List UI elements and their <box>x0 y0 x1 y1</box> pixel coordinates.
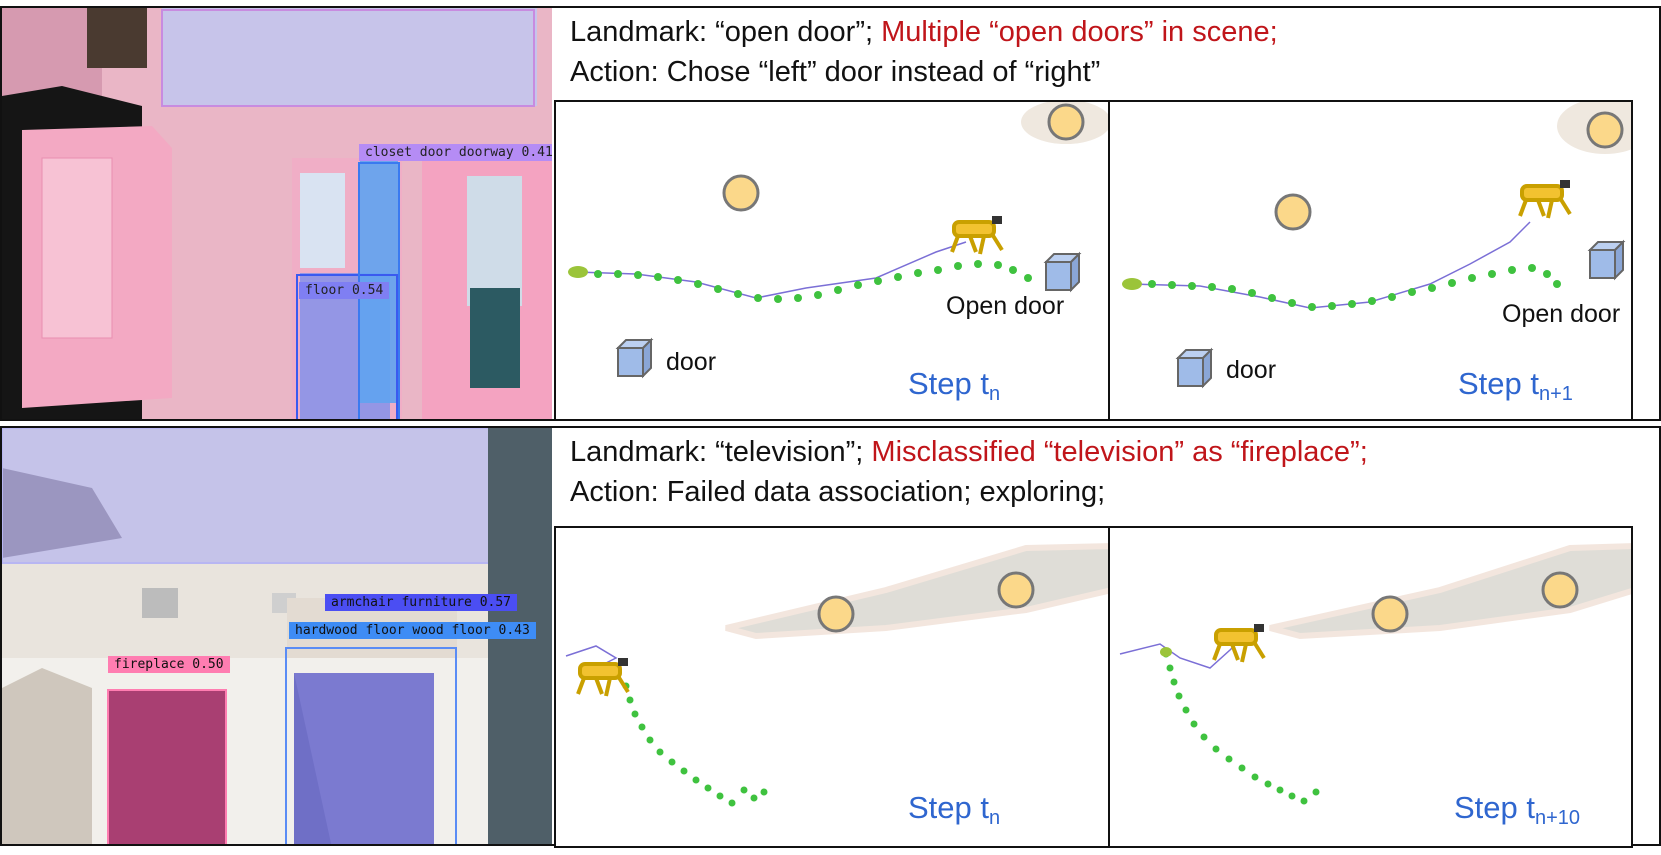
failure-reason-text: Misclassified “television” as “fireplace… <box>871 436 1368 468</box>
step-label: Step tn <box>908 790 1001 829</box>
scene-image-hallway: closet door doorway 0.41 floor 0.54 <box>2 8 552 419</box>
door-cube-icon <box>615 337 654 379</box>
caption-landmark: Landmark: “open door”; Multiple “open do… <box>570 14 1278 50</box>
example-row-television: armchair furniture 0.57 hardwood floor w… <box>0 426 1661 848</box>
landmark-text: Landmark: “television”; <box>570 436 872 468</box>
detection-label: fireplace 0.50 <box>108 656 230 673</box>
landmark-label: door <box>666 348 717 376</box>
detection-label: armchair furniture 0.57 <box>325 594 518 611</box>
door-cube-icon <box>1587 239 1626 281</box>
detection-label: floor 0.54 <box>299 282 390 299</box>
map-panel-step-tn: Step tn <box>554 526 1110 848</box>
map-panel-step-tn1: Open door door Step tn+1 <box>1108 100 1633 421</box>
caption-landmark: Landmark: “television”; Misclassified “t… <box>570 434 1368 470</box>
map-panel-step-tn: Open door door Step tn <box>554 100 1110 421</box>
failure-reason-text: Multiple “open doors” in scene; <box>881 16 1278 48</box>
detection-label: closet door doorway 0.41 <box>359 144 552 161</box>
map-visualization <box>1119 543 1631 805</box>
detection-label: hardwood floor wood floor 0.43 <box>289 622 536 639</box>
landmark-label: Open door <box>1502 300 1621 328</box>
map-visualization <box>568 102 1108 379</box>
landmark-text: Landmark: “open door”; <box>570 16 882 48</box>
door-cube-icon <box>1175 347 1214 389</box>
landmark-label: door <box>1226 356 1277 384</box>
caption-action: Action: Failed data association; explori… <box>570 476 1106 508</box>
landmark-label: Open door <box>946 292 1065 320</box>
map-panel-step-tn10: Step tn+10 <box>1108 526 1633 848</box>
map-visualization <box>565 543 1108 807</box>
scene-image-living-room: armchair furniture 0.57 hardwood floor w… <box>2 428 552 844</box>
map-visualization <box>1122 102 1631 389</box>
step-label: Step tn+10 <box>1454 790 1581 829</box>
step-label: Step tn <box>908 366 1001 405</box>
example-row-open-door: closet door doorway 0.41 floor 0.54 Land… <box>0 6 1661 421</box>
step-label: Step tn+1 <box>1458 366 1573 405</box>
door-cube-icon <box>1043 251 1082 293</box>
caption-action: Action: Chose “left” door instead of “ri… <box>570 56 1101 88</box>
